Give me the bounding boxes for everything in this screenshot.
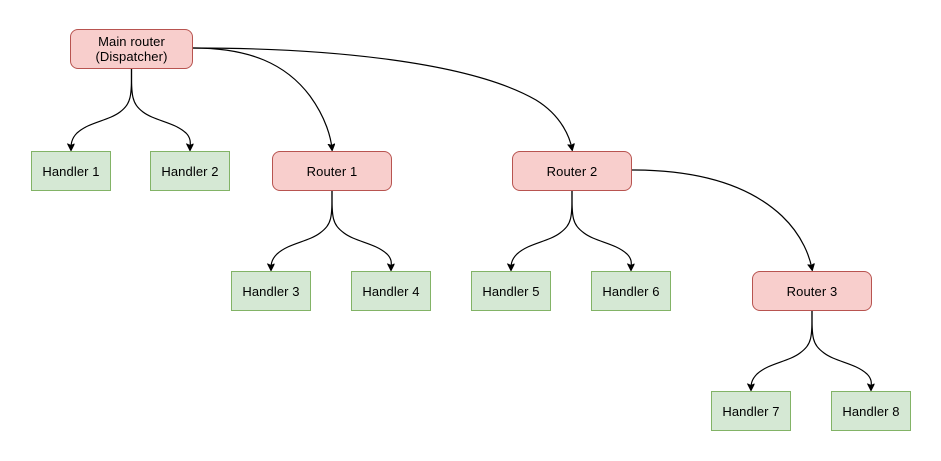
node-router-2[interactable]: Router 2 [512, 151, 632, 191]
node-handler-6[interactable]: Handler 6 [591, 271, 671, 311]
node-label-handler-1: Handler 1 [42, 163, 100, 179]
node-router-3[interactable]: Router 3 [752, 271, 872, 311]
edge-main-r1 [192, 47, 332, 149]
node-label-main-router: Main router (Dispatcher) [95, 34, 168, 64]
edge-r1-h4 [331, 190, 391, 269]
node-handler-8[interactable]: Handler 8 [831, 391, 911, 431]
node-main-router[interactable]: Main router (Dispatcher) [70, 29, 193, 69]
node-handler-5[interactable]: Handler 5 [471, 271, 551, 311]
edge-r3-h8 [811, 310, 871, 389]
node-label-router-2: Router 2 [546, 163, 598, 179]
node-label-handler-6: Handler 6 [602, 283, 660, 299]
edge-group [71, 47, 871, 389]
node-handler-7[interactable]: Handler 7 [711, 391, 791, 431]
node-handler-2[interactable]: Handler 2 [150, 151, 230, 191]
edge-r3-h7 [751, 310, 813, 389]
edge-r2-h6 [571, 190, 631, 269]
edge-r1-h3 [271, 190, 333, 269]
edge-main-h2 [130, 68, 191, 149]
node-label-router-1: Router 1 [306, 163, 358, 179]
node-label-router-3: Router 3 [786, 283, 838, 299]
node-handler-4[interactable]: Handler 4 [351, 271, 431, 311]
node-router-1[interactable]: Router 1 [272, 151, 392, 191]
edge-main-h1 [71, 68, 133, 149]
edge-main-r2 [192, 47, 572, 149]
edge-r2-r3 [631, 169, 812, 269]
node-handler-3[interactable]: Handler 3 [231, 271, 311, 311]
node-label-handler-8: Handler 8 [842, 403, 900, 419]
node-handler-1[interactable]: Handler 1 [31, 151, 111, 191]
node-label-handler-4: Handler 4 [362, 283, 420, 299]
edge-r2-h5 [511, 190, 573, 269]
node-label-handler-5: Handler 5 [482, 283, 540, 299]
node-label-handler-7: Handler 7 [722, 403, 780, 419]
node-label-handler-3: Handler 3 [242, 283, 300, 299]
node-label-handler-2: Handler 2 [161, 163, 219, 179]
